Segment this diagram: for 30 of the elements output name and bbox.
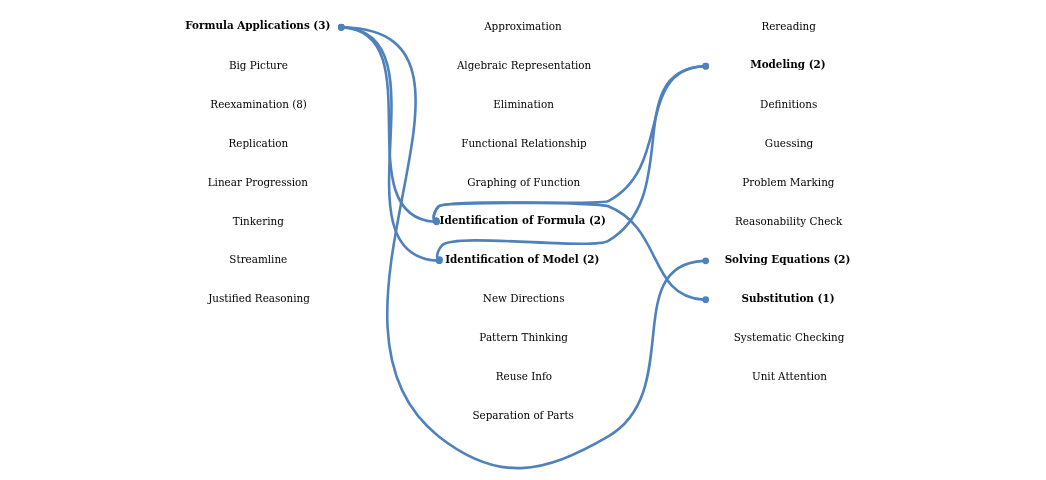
- label: Algebraic Representation: [456, 58, 591, 71]
- label: Reasonability Check: [734, 214, 842, 227]
- label: Unit Attention: [751, 370, 827, 383]
- node-text: Formula Applications (3): [184, 19, 330, 32]
- connector: [337, 23, 709, 470]
- node-text: Identification of Formula (2): [439, 213, 606, 226]
- label: Pattern Thinking: [478, 331, 568, 344]
- node-text: Substitution (1): [741, 291, 835, 304]
- label: Problem Marking: [741, 175, 834, 188]
- label: Rereading: [760, 19, 816, 32]
- label: Reexamination (8): [209, 97, 307, 110]
- node-text: Identification of Model (2): [444, 252, 599, 265]
- label: Streamline: [228, 253, 287, 266]
- label: Guessing: [764, 136, 813, 149]
- label: Systematic Checking: [733, 331, 844, 344]
- label: Replication: [228, 136, 288, 149]
- label: Tinkering: [232, 214, 284, 227]
- label: Reuse Info: [495, 370, 552, 383]
- label: Approximation: [483, 19, 562, 32]
- label: Linear Progression: [207, 175, 308, 188]
- node-text: Modeling (2): [749, 57, 826, 70]
- label: Functional Relationship: [460, 136, 587, 149]
- label: Graphing of Function: [466, 175, 580, 188]
- label: Definitions: [759, 97, 817, 110]
- label: Big Picture: [228, 58, 288, 71]
- label: New Directions: [482, 292, 565, 305]
- label: Separation of Parts: [471, 409, 574, 422]
- label: Justified Reasoning: [207, 292, 310, 305]
- node-text: Solving Equations (2): [724, 252, 850, 265]
- label: Elimination: [492, 97, 554, 110]
